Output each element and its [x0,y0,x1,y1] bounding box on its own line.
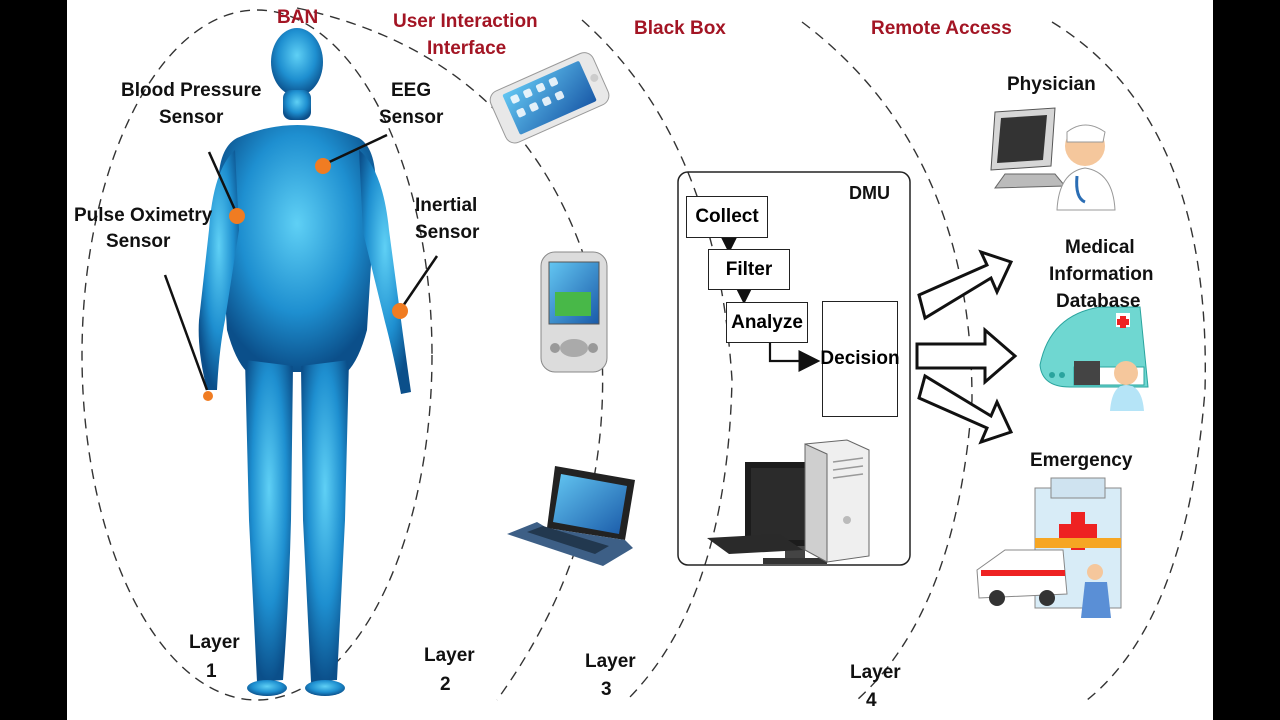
layer-4-label-a: Layer [850,662,901,683]
label-inertial-line1: Inertial [415,195,478,216]
blood-pressure-sensor-dot [229,208,245,224]
laptop-icon [507,466,635,566]
layer-4-label-b: 4 [866,690,877,711]
header-black-box: Black Box [634,18,726,39]
dmu-step-analyze: Analyze [726,302,808,343]
layer-3-label-a: Layer [585,651,636,672]
header-remote-access: Remote Access [871,18,1012,39]
label-blood-pressure-line1: Blood Pressure [121,80,262,101]
dmu-title: DMU [849,183,890,203]
arrow-to-emergency [917,373,1014,445]
label-pulse-oximetry-line1: Pulse Oximetry [74,205,213,226]
label-eeg-line2: Sensor [379,107,444,128]
layer-1-boundary [81,9,433,701]
pulse-oximetry-pointer [163,274,209,391]
label-blood-pressure-line2: Sensor [159,107,224,128]
dmu-step-decision: Decision [820,301,900,417]
label-medical-line3: Database [1056,291,1141,312]
label-emergency: Emergency [1030,450,1133,471]
human-body-illustration [198,28,411,696]
emergency-hospital-icon [976,477,1122,618]
label-inertial-line2: Sensor [415,222,480,243]
diagram-graphics [81,7,1206,701]
layer-2-label-b: 2 [440,674,451,695]
label-physician: Physician [1007,74,1096,95]
layer-1-label-b: 1 [206,661,217,682]
layer-2-label-a: Layer [424,645,475,666]
smartphone-icon [489,52,610,144]
dmu-step-collect: Collect [686,196,768,238]
sensor-markers [163,133,439,401]
layer-1-label-a: Layer [189,632,240,653]
label-medical-line1: Medical [1065,237,1135,258]
label-eeg-line1: EEG [391,80,432,101]
arrow-to-physician [917,249,1014,321]
layer-3-label-b: 3 [601,679,612,700]
eeg-pointer [324,133,388,166]
layer-5-boundary [1051,21,1206,701]
pda-icon [540,251,608,373]
inertial-pointer [401,255,439,307]
desktop-computer-icon [707,439,870,564]
header-ban: BAN [277,7,319,28]
layer-3-boundary [581,19,733,701]
output-arrows [915,249,1018,445]
blood-pressure-pointer [207,151,237,211]
layer-4-boundary [801,21,973,701]
medical-database-icon [1039,306,1149,411]
label-pulse-oximetry-line2: Sensor [106,231,171,252]
physician-icon [990,107,1116,211]
dmu-container [677,171,911,566]
header-user-interaction-line2: Interface [427,38,507,59]
header-user-interaction-line1: User Interaction [393,11,538,32]
inertial-sensor-dot [392,303,408,319]
label-medical-line2: Information [1049,264,1154,285]
arrow-to-database [915,326,1018,386]
dmu-flow-arrows [718,231,821,372]
diagram-canvas: BAN User Interaction Interface Black Box… [67,0,1213,720]
dmu-step-filter: Filter [708,249,790,290]
eeg-sensor-dot [315,158,331,174]
pulse-oximetry-sensor-dot [203,391,213,401]
